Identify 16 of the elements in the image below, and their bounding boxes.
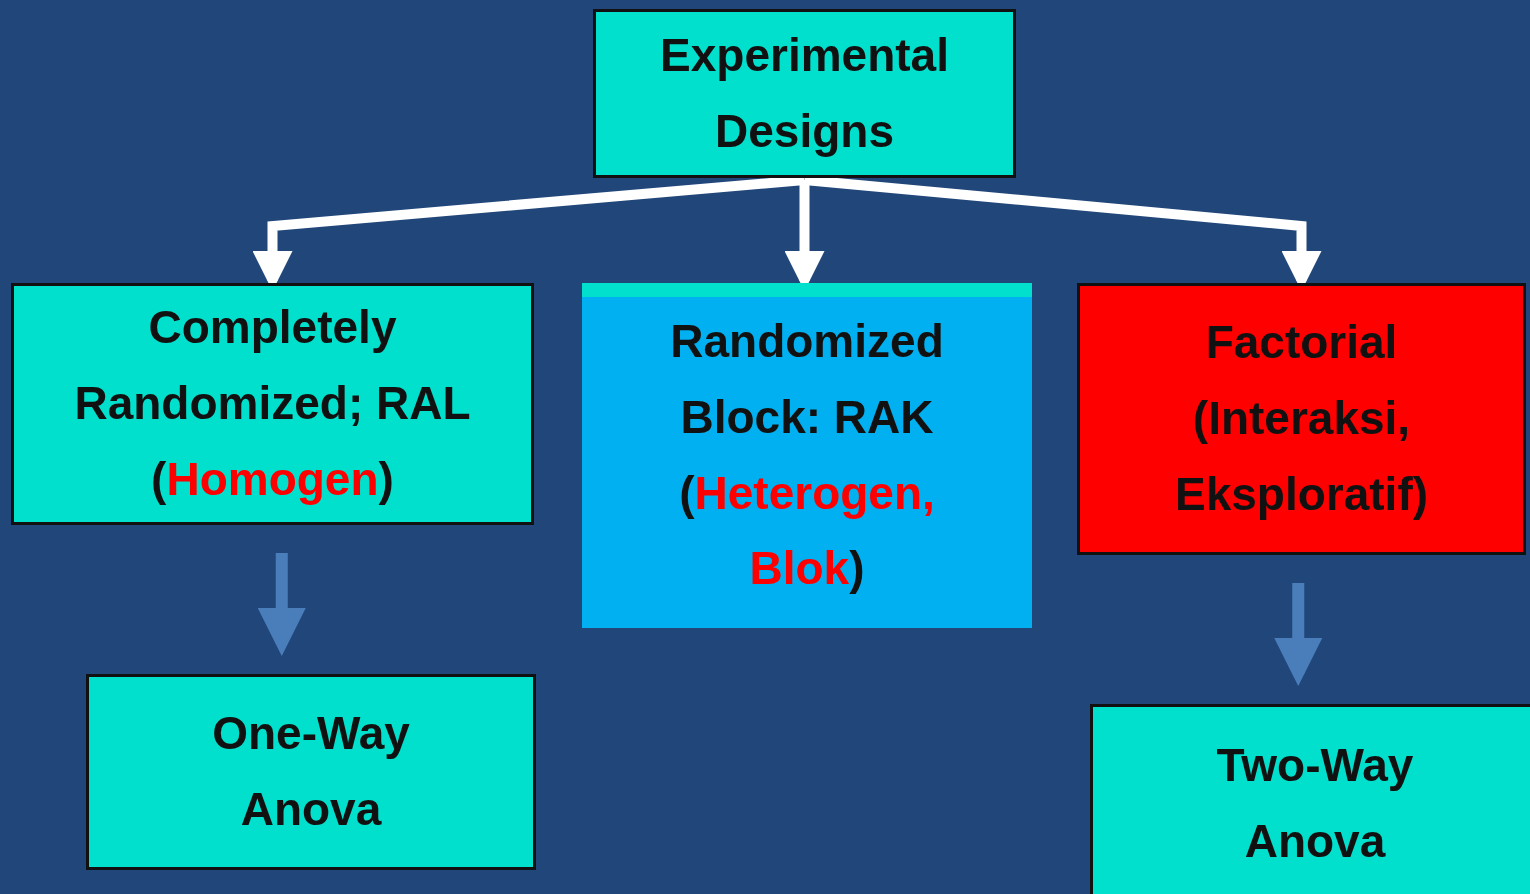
process-box: [86, 674, 536, 870]
process-box: [593, 9, 1016, 178]
box-label: (Homogen): [151, 451, 394, 507]
process-box: [11, 283, 534, 525]
box-label: Two-Way Anova: [1215, 738, 1415, 869]
box-label: One-Way Anova: [211, 706, 411, 837]
arrow: [257, 553, 306, 656]
process-box: [1077, 283, 1526, 555]
box-label: Randomized Block: RAK: [669, 313, 945, 445]
box-label: (Heterogen, Blok): [678, 465, 936, 597]
arrow: [1274, 583, 1323, 686]
process-box: [582, 283, 1032, 628]
box-label: Completely Randomized; RAL: [73, 300, 472, 432]
box-label: Factorial (Interaksi, Eksploratif): [1173, 315, 1429, 522]
process-box: [1090, 704, 1530, 894]
box-label: Experimental Designs: [659, 27, 950, 159]
